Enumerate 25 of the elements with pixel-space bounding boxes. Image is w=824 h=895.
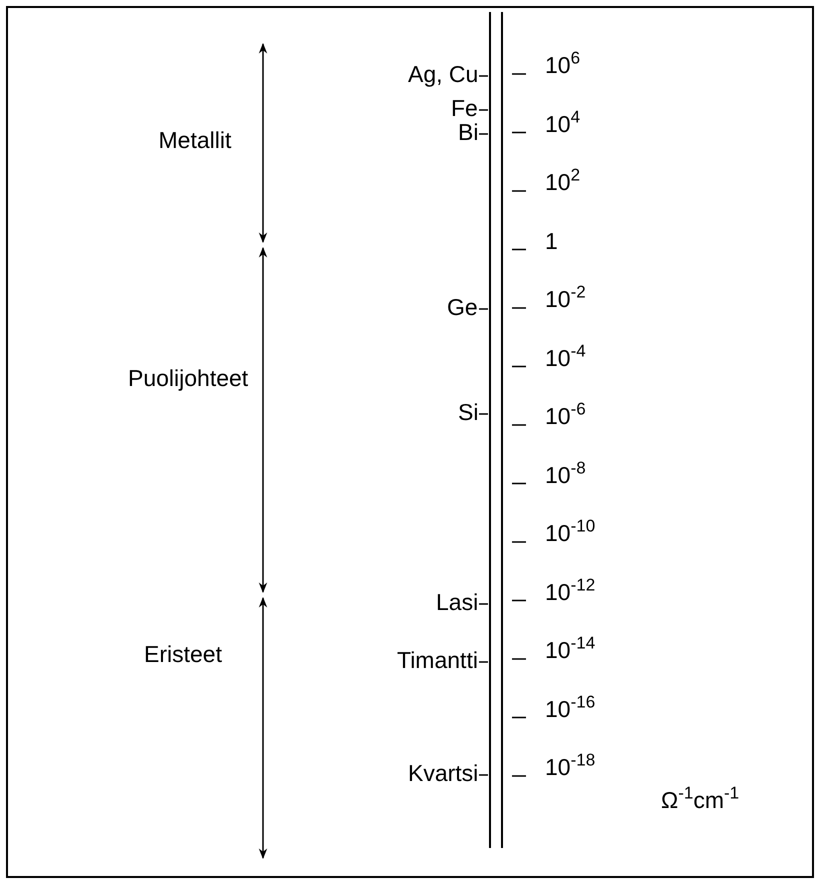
range-label: Puolijohteet [128,365,248,391]
unit-label: Ω$^{-1}$cm$^{-1}$ [661,787,740,813]
tick-label: 10$^{-10}$ [545,520,596,546]
tick-label: 10$^{-4}$ [545,344,586,370]
tick-label: 10$^{-8}$ [545,462,586,488]
material-label: Si [458,399,478,425]
material-label: Fe [451,95,478,121]
material-label: Ag, Cu [408,61,478,87]
tick-label: 10$^{-12}$ [545,578,596,604]
material-label: Lasi [436,589,478,615]
range-label: Eristeet [144,641,222,667]
material-label: Ge [447,294,478,320]
material-label: Bi [458,119,478,145]
tick-label: 10$^{6}$ [545,52,580,78]
material-label: Timantti [397,647,478,673]
tick-label: 10$^{-18}$ [545,754,596,780]
tick-label: 10$^{-14}$ [545,637,596,663]
material-label: Kvartsi [408,760,478,786]
range-label: Metallit [158,127,232,153]
tick-label: 10$^{-16}$ [545,696,596,722]
tick-label: 1 [545,228,558,254]
tick-label: 10$^{-2}$ [545,286,586,312]
tick-label: 10$^{4}$ [545,110,580,136]
tick-label: 10$^{2}$ [545,169,580,195]
tick-label: 10$^{-6}$ [545,403,586,429]
